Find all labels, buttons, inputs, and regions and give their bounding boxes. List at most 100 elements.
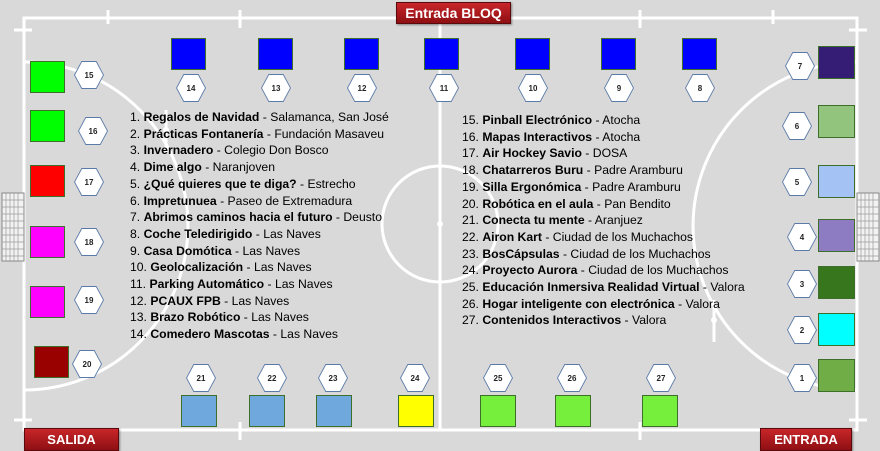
stand-school: Valora: [632, 313, 667, 328]
booth-number: 4: [788, 224, 816, 250]
stand-number: 12.: [130, 293, 151, 308]
booth-11: [424, 38, 459, 70]
stand-school: Las Naves: [253, 260, 312, 275]
stand-name: Hogar inteligente con electrónica: [482, 296, 675, 311]
stand-name: Robótica en el aula: [482, 196, 594, 211]
stand-list-item: 13. Brazo Robótico - Las Naves: [130, 310, 309, 325]
booth-number: 25: [484, 365, 512, 391]
stand-name: Invernadero: [143, 143, 214, 158]
stand-number: 1.: [130, 110, 144, 124]
stand-number: 16.: [462, 129, 483, 144]
booth-number: 14: [177, 75, 205, 101]
stand-name: BosCápsulas: [482, 246, 560, 261]
stand-school: Valora: [685, 296, 720, 311]
stand-number: 10.: [130, 260, 151, 275]
booth-6: [818, 105, 855, 138]
stand-name: Parking Automático: [149, 277, 265, 292]
stand-name: Comedero Mascotas: [150, 327, 270, 342]
stand-number: 25.: [462, 280, 483, 295]
stand-school: Fundación Masaveu: [274, 126, 385, 141]
stand-name: Airon Kart: [482, 229, 542, 244]
booth-10: [515, 38, 550, 70]
right-goal-net: [856, 192, 880, 262]
stand-school: Ciudad de los Muchachos: [570, 246, 711, 261]
stand-number: 5.: [130, 176, 144, 191]
stand-list-item: 17. Air Hockey Savio - DOSA: [462, 146, 628, 161]
stand-list-item: 3. Invernadero - Colegio Don Bosco: [130, 143, 329, 158]
booth-number: 3: [788, 271, 816, 297]
stand-name: Coche Teledirigido: [143, 226, 253, 241]
booth-number: 7: [786, 53, 814, 79]
stand-name: Proyecto Aurora: [482, 263, 578, 278]
stand-school: Las Naves: [251, 310, 309, 325]
stand-list-item: 23. BosCápsulas - Ciudad de los Muchacho…: [462, 246, 711, 261]
stand-list-item: 15. Pinball Electrónico - Atocha: [462, 113, 641, 127]
booth-15: [30, 61, 65, 93]
stand-school: DOSA: [592, 146, 628, 161]
booth-1: [818, 359, 855, 392]
stand-number: 7.: [130, 210, 144, 225]
booth-number: 1: [788, 365, 816, 391]
stand-number: 27.: [462, 313, 483, 328]
stand-school: Naranjoven: [212, 160, 275, 175]
booth-17: [30, 165, 65, 197]
booth-number-badge: 5: [782, 168, 812, 196]
stand-list-item: 9. Casa Domótica - Las Naves: [130, 243, 301, 258]
booth-13: [258, 38, 293, 70]
stand-school: Las Naves: [280, 327, 338, 342]
stand-school: Valora: [710, 280, 745, 295]
stand-number: 24.: [462, 263, 483, 278]
stand-list-item: 6. Impretunuea - Paseo de Extremadura: [130, 193, 353, 208]
stand-number: 19.: [462, 179, 483, 194]
stand-number: 17.: [462, 146, 483, 161]
stand-name: Regalos de Navidad: [143, 110, 260, 124]
stand-school: Aranjuez: [594, 213, 643, 228]
stand-name: Air Hockey Savio: [482, 146, 582, 161]
booth-number: 17: [75, 169, 103, 195]
stand-list-item: 26. Hogar inteligente con electrónica - …: [462, 296, 720, 311]
stand-list-item: 14. Comedero Mascotas - Las Naves: [130, 327, 338, 342]
booth-number-badge: 18: [74, 228, 104, 256]
stand-number: 22.: [462, 229, 483, 244]
booth-number: 20: [73, 351, 101, 377]
stand-list-item: 24. Proyecto Aurora - Ciudad de los Much…: [462, 263, 729, 278]
stand-number: 21.: [462, 213, 483, 228]
stand-list-item: 1. Regalos de Navidad - Salamanca, San J…: [130, 110, 389, 124]
stand-list-item: 27. Contenidos Interactivos - Valora: [462, 313, 667, 328]
booth-12: [344, 38, 379, 70]
stand-number: 2.: [130, 126, 144, 141]
stand-number: 20.: [462, 196, 483, 211]
stand-name: Pinball Electrónico: [482, 113, 593, 127]
stand-school: Las Naves: [263, 226, 321, 241]
stand-list-item: 20. Robótica en el aula - Pan Bendito: [462, 196, 671, 211]
stand-list-item: 19. Silla Ergonómica - Padre Aramburu: [462, 179, 681, 194]
stand-school: Ciudad de los Muchachos: [588, 263, 729, 278]
booth-24: [398, 395, 434, 427]
stand-list-right: 15. Pinball Electrónico - Atocha 16. Mapa…: [462, 112, 745, 329]
stand-list-item: 25. Educación Inmersiva Realidad Virtual…: [462, 280, 745, 295]
booth-number: 15: [75, 62, 103, 88]
stand-number: 4.: [130, 160, 144, 175]
stand-name: Silla Ergonómica: [482, 179, 582, 194]
booth-4: [818, 219, 855, 252]
stand-school: Las Naves: [274, 277, 333, 292]
stand-school: Colegio Don Bosco: [224, 143, 329, 158]
stand-school: Salamanca, San José: [270, 110, 389, 124]
stand-number: 9.: [130, 243, 144, 258]
entrance-sign: ENTRADA: [760, 428, 852, 451]
stand-list-item: 8. Coche Teledirigido - Las Naves: [130, 226, 321, 241]
booth-9: [601, 38, 636, 70]
stand-list-item: 22. Airon Kart - Ciudad de los Muchachos: [462, 229, 694, 244]
stand-list-left: 1. Regalos de Navidad - Salamanca, San J…: [130, 109, 389, 343]
booth-2: [818, 313, 855, 346]
stand-name: Brazo Robótico: [150, 310, 241, 325]
stand-name: Impretunuea: [143, 193, 217, 208]
stand-name: Conecta tu mente: [482, 213, 585, 228]
stand-name: Mapas Interactivos: [482, 129, 593, 144]
booth-18: [30, 226, 65, 258]
booth-5: [818, 165, 855, 198]
stand-number: 6.: [130, 193, 144, 208]
booth-number: 13: [262, 75, 290, 101]
stand-school: Padre Aramburu: [594, 163, 683, 178]
booth-number: 11: [430, 75, 458, 101]
